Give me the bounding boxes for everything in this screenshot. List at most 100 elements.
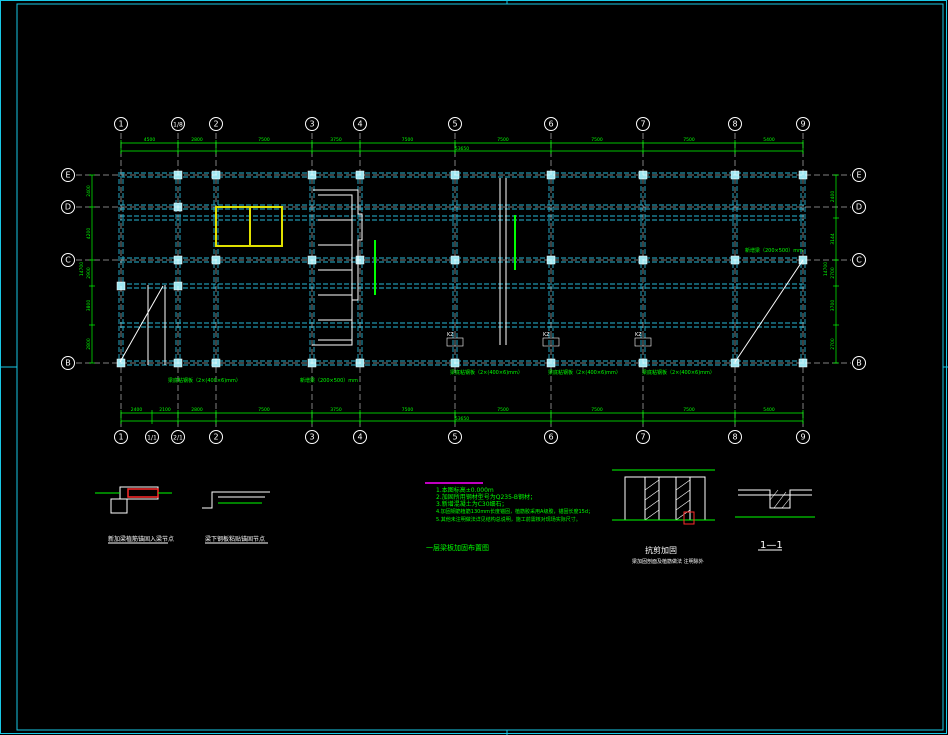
axis-bubble-top-0-label: 1 xyxy=(118,120,123,129)
dim-top-label-0: 4500 xyxy=(144,137,156,143)
dim-top-label-8: 5400 xyxy=(763,137,775,143)
axis-bubble-top-5-circle xyxy=(448,117,462,131)
dim-top-label-5: 7500 xyxy=(497,137,509,143)
axis-bubble-right-2-label: C xyxy=(856,256,862,265)
axis-bubble-right-2-circle xyxy=(852,253,866,267)
axis-bubble-bottom-8: 7 xyxy=(636,430,650,444)
section-caption: 1—1 xyxy=(760,540,783,551)
dim-bottom-total: 53650 xyxy=(455,416,469,422)
axis-bubble-top-9-label: 9 xyxy=(800,120,805,129)
beam-callouts: 梁底粘钢板（2×(400×6)mm） 新增梁（200×500）mm 梁底粘钢板（… xyxy=(168,247,803,384)
detail-1: 新加梁植筋锚固入梁节点 xyxy=(95,486,174,544)
axis-bubble-top-6-label: 6 xyxy=(548,120,553,129)
axis-bubble-bottom-2: 2/1 xyxy=(171,430,185,444)
dim-left-label-2: 2900 xyxy=(86,267,92,279)
stair-opening-outline xyxy=(147,178,507,365)
dim-top-label-7: 7500 xyxy=(683,137,695,143)
axis-bubble-top-7-circle xyxy=(636,117,650,131)
axis-bubble-right-0-circle xyxy=(852,168,866,182)
detail-2-caption: 梁下钢板粘贴锚固节点 xyxy=(205,535,265,543)
axis-bubble-bottom-10-label: 9 xyxy=(800,433,805,442)
axis-bubble-left-3-label: B xyxy=(65,359,71,368)
dim-top-label-6: 7500 xyxy=(591,137,603,143)
axis-bubble-top-7: 7 xyxy=(636,117,650,131)
axis-bubble-bottom-0: 1 xyxy=(114,430,128,444)
dim-left-label-4: 2800 xyxy=(86,338,92,350)
dim-bottom-label-0: 2400 xyxy=(131,407,143,413)
beam-callout-right-2: 梁底粘钢板（2×(400×6)mm） xyxy=(548,369,621,376)
axis-bubble-left-3: B xyxy=(61,356,75,370)
beam-callout-mid: 新增梁（200×500）mm xyxy=(300,377,358,384)
axis-bubble-bottom-7-label: 6 xyxy=(548,433,553,442)
column-layer xyxy=(116,170,808,368)
beam-callout-left: 梁底粘钢板（2×(400×6)mm） xyxy=(168,377,241,384)
section-1-1: 1—1 xyxy=(735,489,815,551)
axis-bubble-top-8-circle xyxy=(728,117,742,131)
axis-bubble-bottom-6: 5 xyxy=(448,430,462,444)
axis-bubble-right-1: D xyxy=(852,200,866,214)
axis-bubble-top-8: 8 xyxy=(728,117,742,131)
axis-bubble-right-3: B xyxy=(852,356,866,370)
axis-bubble-bottom-8-circle xyxy=(636,430,650,444)
axis-bubble-top-0: 1 xyxy=(114,117,128,131)
axis-bubble-bottom-10-circle xyxy=(796,430,810,444)
dim-left-total: 14700 xyxy=(79,262,85,276)
axis-bubble-bottom-3: 2 xyxy=(209,430,223,444)
axis-bubble-top-4-circle xyxy=(353,117,367,131)
axis-bubble-left-1-label: D xyxy=(65,203,71,212)
column-tag-2: KZ xyxy=(635,332,642,338)
dim-right-label-2: 2700 xyxy=(830,267,836,279)
axis-bubble-right-2: C xyxy=(852,253,866,267)
axis-bubble-bottom-3-circle xyxy=(209,430,223,444)
column-tag-box-0 xyxy=(446,337,464,347)
dim-left-label-1: 4200 xyxy=(86,228,92,240)
column-tag-0: KZ xyxy=(447,332,454,338)
dim-bottom-label-9: 5400 xyxy=(763,407,775,413)
notes-block: 1.本图标高±0.000m 2.加固所用钢材型号为Q235-B钢材； 3.新增混… xyxy=(425,482,593,552)
note-line-1: 1.本图标高±0.000m xyxy=(436,486,494,494)
axis-bubble-bottom-1: 1/1 xyxy=(145,430,159,444)
highlight-bay xyxy=(215,206,283,247)
axis-bubble-bottom-2-label: 2/1 xyxy=(173,435,183,442)
dim-right-label-4: 2700 xyxy=(830,338,836,350)
note-line-3: 3.新增混凝土为C30细石； xyxy=(436,500,508,508)
axis-bubble-top-8-label: 8 xyxy=(732,120,737,129)
axis-bubble-bottom-7: 6 xyxy=(544,430,558,444)
axis-bubble-top-6-circle xyxy=(544,117,558,131)
diagonal-brace-lines xyxy=(119,259,804,363)
axis-bubble-top-5: 5 xyxy=(448,117,462,131)
axis-bubble-bottom-8-label: 7 xyxy=(640,433,645,442)
axis-bubble-bottom-9: 8 xyxy=(728,430,742,444)
axis-bubble-bottom-5-circle xyxy=(353,430,367,444)
axis-bubble-bottom-5-label: 4 xyxy=(357,433,362,442)
axis-bubble-top-5-label: 5 xyxy=(452,120,457,129)
axis-bubble-bottom-4: 3 xyxy=(305,430,319,444)
dim-right-total: 14700 xyxy=(823,262,829,276)
column-tag-box-2 xyxy=(634,337,652,347)
dim-left-label-3: 3800 xyxy=(86,300,92,312)
axis-bubble-top-1: 1/8 xyxy=(171,117,185,131)
axis-bubble-left-2: C xyxy=(61,253,75,267)
axis-bubble-left-1: D xyxy=(61,200,75,214)
dim-top-label-1: 2800 xyxy=(191,137,203,143)
axis-bubble-left-3-circle xyxy=(61,356,75,370)
axis-bubble-bottom-1-circle xyxy=(145,430,159,444)
dim-right-label-0: 2400 xyxy=(830,191,836,203)
dimension-layer: 4500 2800 7500 3750 7500 7500 7500 7500 5400 5365… xyxy=(79,137,839,424)
axis-bubble-left-1-circle xyxy=(61,200,75,214)
axis-bubble-right-0-label: E xyxy=(856,171,861,180)
axis-bubble-left-2-label: C xyxy=(65,256,71,265)
dim-bottom-label-4: 3750 xyxy=(330,407,342,413)
vertical-annotation-marks xyxy=(374,215,516,295)
dim-top-total: 53650 xyxy=(455,146,469,152)
dim-bottom-label-1: 2100 xyxy=(159,407,171,413)
dim-top-label-4: 7500 xyxy=(402,137,414,143)
axis-bubble-bottom-6-label: 5 xyxy=(452,433,457,442)
dim-right-label-3: 3700 xyxy=(830,300,836,312)
beam-layer xyxy=(118,172,806,366)
axis-bubble-left-0-circle xyxy=(61,168,75,182)
dim-top-label-2: 7500 xyxy=(258,137,270,143)
axis-bubble-bottom-1-label: 1/1 xyxy=(147,435,157,442)
note-line-5: 5.其他未注明做法详见结构总说明，施工前需核对现场实际尺寸。 xyxy=(436,516,581,523)
axis-bubble-top-9: 9 xyxy=(796,117,810,131)
